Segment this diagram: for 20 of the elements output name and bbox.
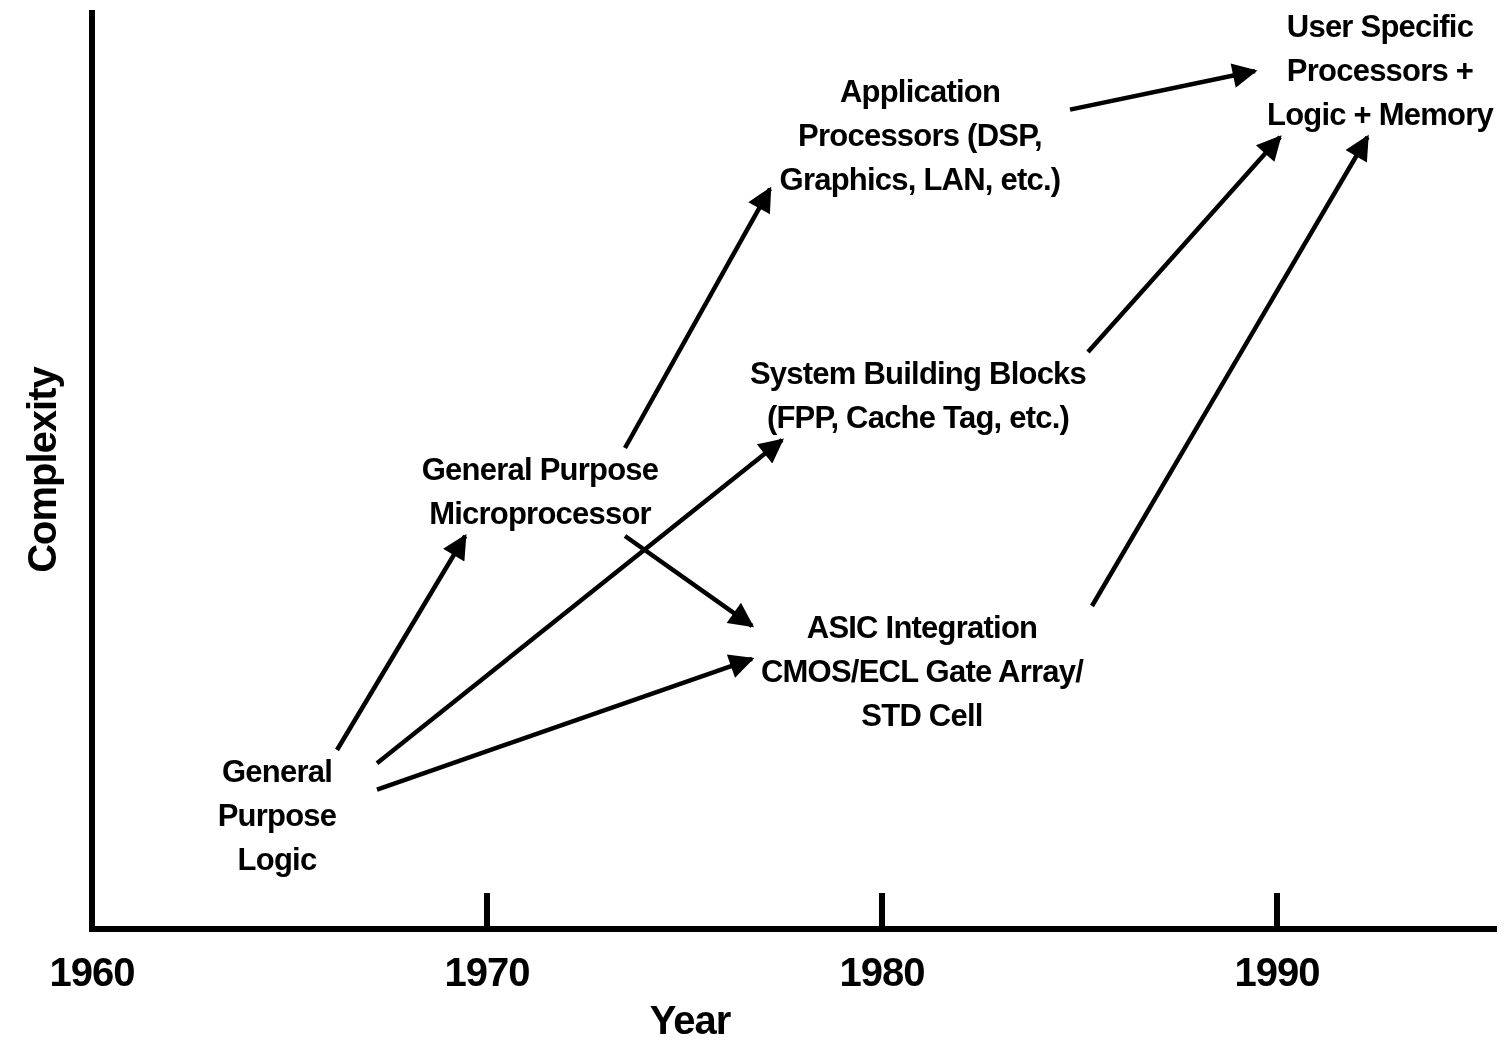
- tick-label: 1980: [839, 952, 925, 992]
- node-label: ASIC Integration CMOS/ECL Gate Array/ STD Cell: [759, 609, 1085, 735]
- arrow: [376, 654, 755, 792]
- arrow: [623, 186, 772, 450]
- arrow: [1086, 135, 1282, 354]
- arrow: [335, 533, 468, 752]
- node-label: General Purpose Logic: [216, 753, 338, 879]
- arrow: [623, 534, 754, 628]
- node-label: Application Processors (DSP, Graphics, LAN, etc.): [778, 73, 1062, 199]
- arrow: [1069, 63, 1258, 112]
- node-label: General Purpose Microprocessor: [420, 451, 660, 533]
- tick-label: 1960: [49, 952, 135, 992]
- node-label: System Building Blocks (FPP, Cache Tag, etc.): [748, 355, 1088, 437]
- axis-title: Year: [649, 1000, 731, 1040]
- tick-label: 1970: [444, 952, 530, 992]
- axis-title: Complexity: [22, 367, 62, 573]
- node-label: User Specific Processors + Logic + Memory: [1266, 8, 1495, 134]
- arrow: [375, 438, 784, 765]
- arrow: [1090, 134, 1370, 608]
- tick-label: 1990: [1234, 952, 1320, 992]
